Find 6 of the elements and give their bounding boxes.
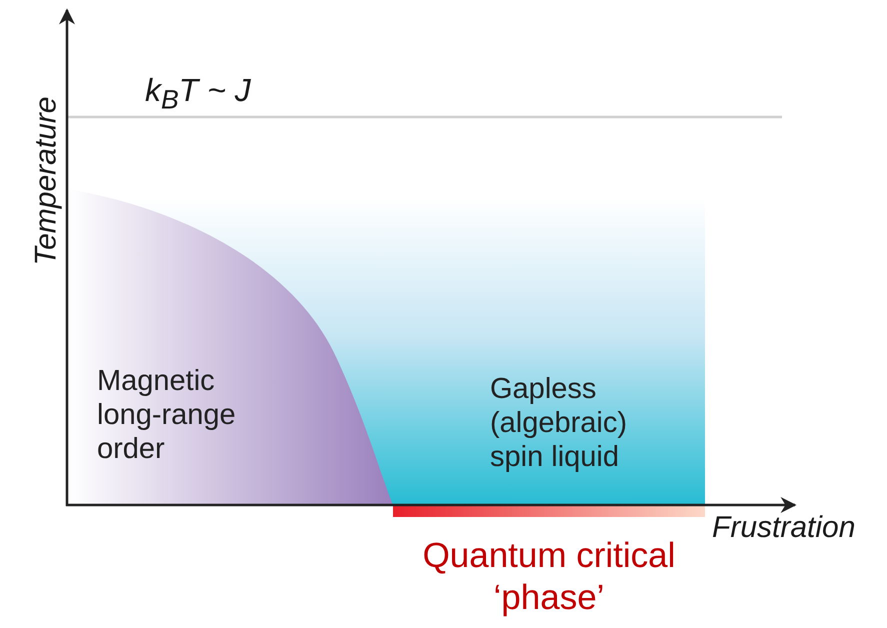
axis-title: Temperature bbox=[30, 96, 64, 266]
energy-scale-label: k$_{B}$T ~ J bbox=[145, 72, 251, 116]
axis-title: Frustration bbox=[712, 511, 856, 545]
phase-label: Gapless (algebraic) spin liquid bbox=[490, 373, 628, 475]
phase-label: Quantum critical ‘phase’ bbox=[422, 535, 676, 619]
phase-label: Magnetic long-range order bbox=[97, 365, 237, 467]
